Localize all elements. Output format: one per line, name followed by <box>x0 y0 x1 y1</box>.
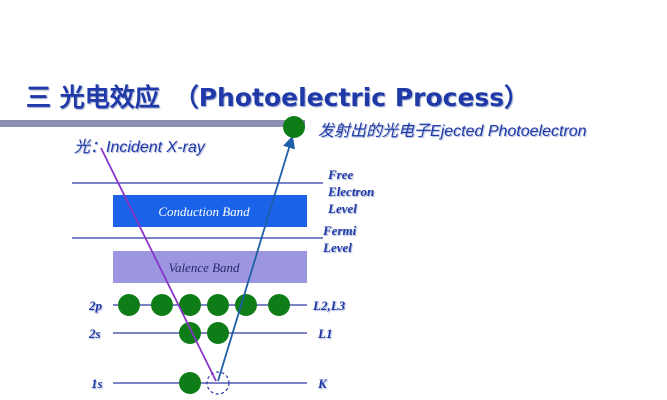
valence-band-label: Valence Band <box>168 260 240 275</box>
fermi-label-line: Level <box>323 240 352 255</box>
level-label-k: K <box>318 376 327 391</box>
level-label-l1: L1 <box>318 326 333 341</box>
orbital-label-2p: 2p <box>89 298 102 313</box>
free-label-line: Level <box>328 201 357 216</box>
electron-2p <box>179 294 201 316</box>
conduction-band-label: Conduction Band <box>158 204 250 219</box>
free-label-line: Free <box>328 167 354 182</box>
incident-en: Incident X-ray <box>106 139 205 156</box>
title-underline <box>0 120 305 127</box>
electron-2s <box>207 322 229 344</box>
orbital-label-2s: 2s <box>89 326 101 341</box>
free-label-line: Electron <box>328 184 375 199</box>
electron-2p <box>268 294 290 316</box>
orbital-label-1s: 1s <box>91 376 103 391</box>
electron-2p <box>151 294 173 316</box>
electron-vacancy-1s <box>206 371 230 395</box>
incident-zh: 光： <box>74 137 107 156</box>
ejected-en: Ejected Photoelectron <box>430 123 587 140</box>
electron-1s <box>179 372 201 394</box>
ejected-zh: 发射出的光电子 <box>318 121 431 140</box>
ejected-electron <box>283 116 305 138</box>
electron-2p <box>207 294 229 316</box>
title-zh: 三 光电效应 <box>26 83 160 112</box>
page-title: 三 光电效应 （Photoelectric Process） <box>26 78 529 114</box>
level-label-l2l3: L2,L3 <box>313 298 346 313</box>
ejected-photoelectron-label: 发射出的光电子Ejected Photoelectron <box>318 117 587 141</box>
fermi-level-label: Fermi Level <box>323 222 356 256</box>
title-en: （Photoelectric Process） <box>173 83 530 112</box>
free-electron-level-label: Free Electron Level <box>328 166 374 217</box>
incident-xray-label: 光：Incident X-ray <box>74 133 205 157</box>
photoelectron-path-arrow <box>217 135 296 382</box>
electron-2p <box>235 294 257 316</box>
conduction-band <box>113 195 307 227</box>
electron-2s <box>179 322 201 344</box>
electron-2p <box>118 294 140 316</box>
incident-xray-path <box>100 147 217 382</box>
valence-band <box>113 251 307 283</box>
fermi-label-line: Fermi <box>323 223 357 238</box>
